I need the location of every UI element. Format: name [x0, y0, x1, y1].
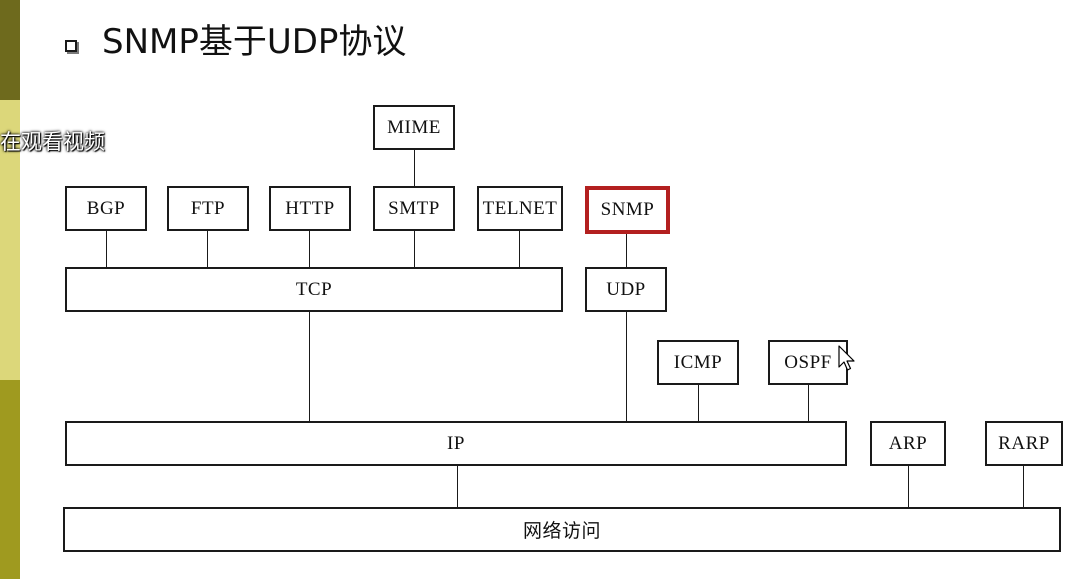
connector-ip-network-access	[457, 466, 458, 508]
protocol-box-arp: ARP	[870, 421, 946, 466]
protocol-label-telnet: TELNET	[482, 197, 558, 219]
protocol-box-ip: IP	[65, 421, 847, 466]
protocol-box-tcp: TCP	[65, 267, 563, 312]
video-overlay-text: 在观看视频	[0, 130, 105, 154]
slide-title: SNMP基于UDP协议	[102, 22, 407, 62]
connector-icmp-ip	[698, 385, 699, 422]
protocol-label-rarp: RARP	[998, 432, 1050, 454]
connector-bgp-tcp	[106, 231, 107, 268]
connector-mime-smtp	[414, 150, 415, 187]
connector-ospf-ip	[808, 385, 809, 422]
connector-http-tcp	[309, 231, 310, 268]
protocol-label-tcp: TCP	[295, 278, 333, 300]
left-band-top	[0, 0, 20, 100]
protocol-label-ospf: OSPF	[784, 351, 832, 373]
connector-ftp-tcp	[207, 231, 208, 268]
left-band-bottom	[0, 380, 20, 579]
connector-arp-network-access	[908, 466, 909, 508]
protocol-label-ftp: FTP	[190, 197, 226, 219]
protocol-box-snmp-highlighted: SNMP	[585, 186, 670, 234]
protocol-box-rarp: RARP	[985, 421, 1063, 466]
protocol-box-icmp: ICMP	[657, 340, 739, 385]
protocol-label-udp: UDP	[606, 278, 646, 300]
protocol-box-udp: UDP	[585, 267, 667, 312]
protocol-label-icmp: ICMP	[673, 351, 723, 373]
protocol-box-ftp: FTP	[167, 186, 249, 231]
protocol-label-smtp: SMTP	[388, 197, 440, 219]
protocol-label-network-access: 网络访问	[522, 521, 601, 542]
protocol-label-ip: IP	[447, 432, 465, 454]
protocol-box-mime: MIME	[373, 105, 455, 150]
protocol-box-http: HTTP	[269, 186, 351, 231]
protocol-box-network-access: 网络访问	[63, 507, 1061, 552]
mouse-pointer-icon	[838, 345, 855, 371]
protocol-box-ospf: OSPF	[768, 340, 848, 385]
left-band-middle	[0, 100, 20, 380]
protocol-box-smtp: SMTP	[373, 186, 455, 231]
protocol-label-arp: ARP	[888, 432, 928, 454]
protocol-box-telnet: TELNET	[477, 186, 563, 231]
connector-udp-ip	[626, 312, 627, 422]
connector-tcp-ip	[309, 312, 310, 422]
protocol-box-bgp: BGP	[65, 186, 147, 231]
protocol-label-snmp: SNMP	[600, 199, 655, 220]
connector-snmp-udp	[626, 233, 627, 268]
protocol-label-http: HTTP	[285, 197, 335, 219]
connector-rarp-network-access	[1023, 466, 1024, 508]
protocol-label-bgp: BGP	[86, 197, 126, 219]
connector-telnet-tcp	[519, 231, 520, 268]
protocol-label-mime: MIME	[387, 116, 441, 138]
connector-smtp-tcp	[414, 231, 415, 268]
square-bullet-icon	[65, 40, 77, 52]
